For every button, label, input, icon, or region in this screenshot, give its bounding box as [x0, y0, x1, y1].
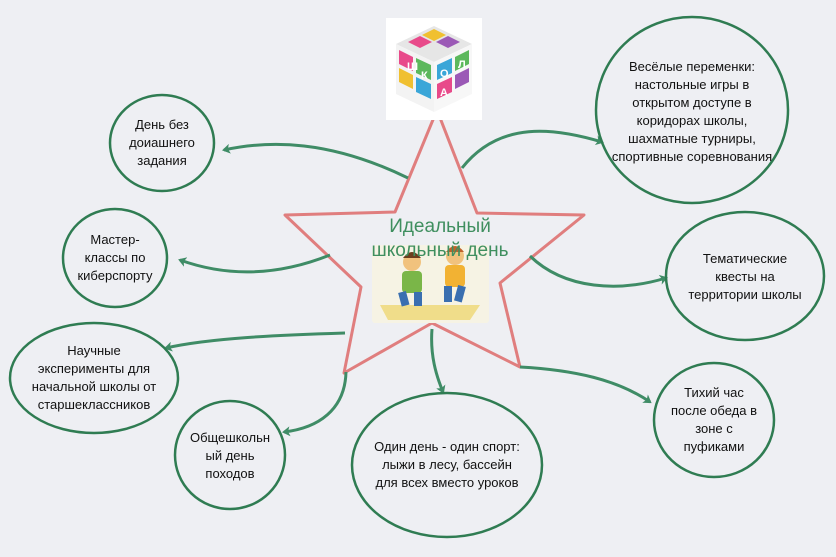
logo-letter: К — [421, 70, 428, 82]
central-topic-title: Идеальный школьный день — [371, 216, 509, 261]
arrow-hiking — [282, 371, 348, 437]
logo-letter: Ш — [407, 61, 418, 73]
arrow-no-homework — [222, 142, 409, 180]
node-circle-experiments — [8, 321, 180, 435]
arrow-quiet-hour — [519, 365, 652, 404]
node-circle-no-homework — [108, 93, 216, 193]
node-circle-one-sport — [350, 391, 544, 539]
arrow-experiments — [164, 331, 346, 352]
node-circle-quests — [664, 210, 826, 342]
logo-letter: О — [440, 68, 449, 80]
node-quests: Тематические квесты на территории школы — [688, 251, 802, 302]
school-cube-logo: Ш К О Л А — [386, 18, 482, 120]
logo-letter: Л — [458, 59, 466, 71]
node-circle-hiking — [173, 399, 287, 511]
node-circle-quiet-hour — [652, 361, 776, 479]
node-breaks: Весёлые переменки: настольные игры в отк… — [611, 59, 773, 164]
node-no-homework: День без доиашнего задания — [129, 117, 195, 168]
node-circle-breaks — [594, 15, 790, 205]
node-experiments: Научные эксперименты для начальной школы… — [31, 343, 157, 412]
arrow-one-sport — [430, 328, 446, 394]
arrow-cybersport — [178, 253, 331, 274]
node-cybersport: Мастер- классы по киберспорту — [77, 232, 153, 283]
arrow-breaks — [460, 129, 604, 169]
node-quiet-hour: Тихий час после обеда в зоне с пуфиками — [670, 385, 757, 454]
node-hiking: Общешкольн ый день походов — [189, 430, 271, 481]
logo-letter: А — [440, 87, 448, 99]
arrow-quests — [528, 254, 668, 288]
node-one-sport: Один день - один спорт: лыжи в лесу, бас… — [374, 439, 520, 490]
node-circle-cybersport — [61, 207, 169, 309]
children-illustration — [372, 245, 489, 323]
